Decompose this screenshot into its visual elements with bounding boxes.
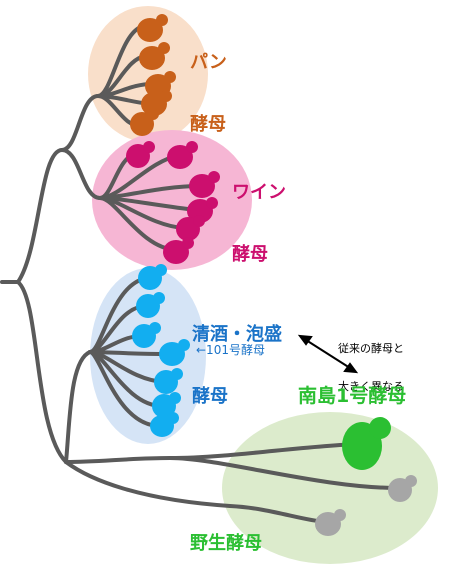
sake-yeast-label-line1: 清酒・泡盛 [192, 324, 282, 346]
wine-yeast-cells [126, 141, 220, 264]
bread-yeast-label-line2: 酵母 [190, 114, 226, 136]
difference-annotation: 従来の酵母と 大きく異なる [338, 318, 404, 406]
bread-yeast-cell [137, 14, 168, 42]
wine-yeast-cell [176, 215, 205, 241]
wine-yeast-label: ワイン 酵母 [232, 142, 286, 287]
bread-yeast-cell [130, 108, 159, 136]
nanto-yeast-cell [342, 417, 391, 470]
wine-yeast-cell [189, 171, 220, 198]
nanto-yeast-label: 南島1号酵母 [298, 385, 407, 407]
bread-yeast-label: パン 酵母 [190, 12, 227, 157]
yeast-101-pointer-label: ←101号酵母 [196, 343, 265, 357]
bread-yeast-label-line1: パン [190, 52, 227, 74]
wine-yeast-cell [167, 141, 198, 169]
difference-arrow [297, 334, 359, 374]
wild-yeast-cell [388, 475, 417, 502]
sake-yeast-cell [136, 292, 165, 318]
sake-yeast-cell [132, 322, 161, 348]
sake-yeast-cell [138, 264, 167, 290]
wild-yeast-cells [315, 475, 417, 536]
wild-yeast-label: 野生酵母 [190, 533, 262, 554]
sake-yeast-cell-101 [159, 339, 190, 366]
wine-yeast-label-line2: 酵母 [232, 244, 268, 266]
wine-yeast-cell [126, 141, 155, 168]
difference-annotation-line1: 従来の酵母と [338, 342, 404, 356]
wine-yeast-label-line1: ワイン [232, 182, 286, 204]
sake-yeast-cell [154, 368, 183, 394]
sake-yeast-label: 清酒・泡盛 酵母 [192, 284, 282, 429]
difference-annotation-line2: 大きく異なる [338, 380, 404, 394]
sake-yeast-cell [150, 412, 179, 437]
sake-yeast-cell [152, 392, 181, 418]
sake-yeast-label-line2: 酵母 [192, 386, 228, 408]
bread-clade-background [88, 6, 208, 142]
sake-yeast-cells [132, 264, 190, 437]
wine-yeast-cell [163, 237, 194, 264]
bread-yeast-cell [139, 42, 170, 70]
wild-yeast-cell [315, 509, 346, 536]
wine-yeast-cell [187, 197, 218, 223]
bread-yeast-cell [141, 90, 172, 116]
bread-yeast-cells [130, 14, 176, 136]
